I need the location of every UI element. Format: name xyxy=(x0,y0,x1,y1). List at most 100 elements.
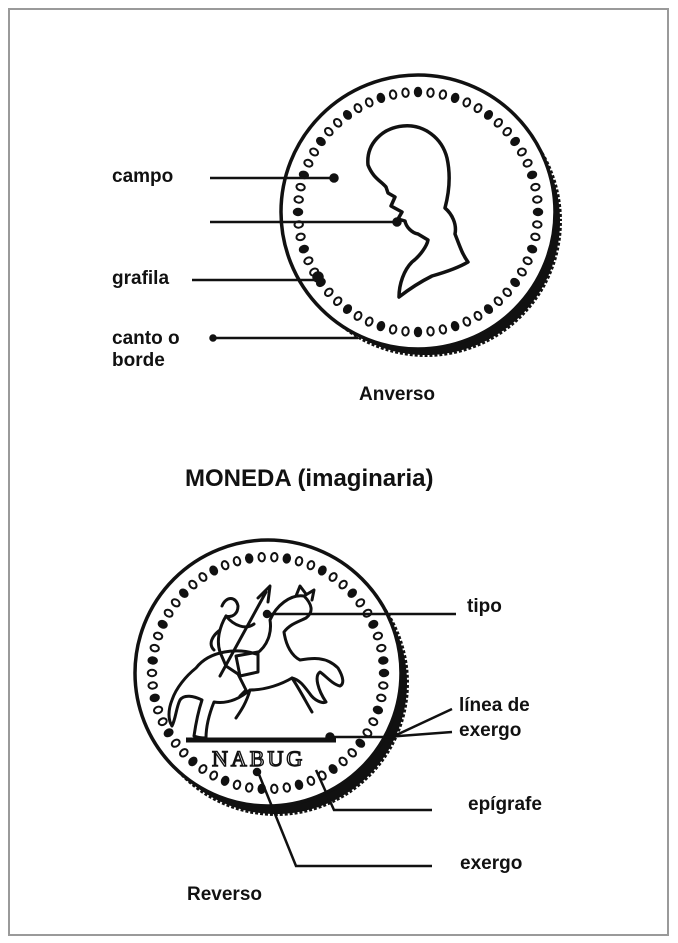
grafila-dot xyxy=(152,631,164,641)
grafila-dot xyxy=(270,552,279,563)
label-campo: campo xyxy=(112,166,174,187)
grafila-dot xyxy=(473,310,483,321)
grafila-dot xyxy=(372,705,384,715)
grafila-dot xyxy=(438,89,448,100)
epigrafe-line xyxy=(314,769,432,812)
grafila-dot xyxy=(532,195,543,204)
grafila-dot xyxy=(483,110,494,120)
grafila-dot xyxy=(516,267,527,277)
grafila-dot xyxy=(163,608,174,618)
grafila-dot xyxy=(338,756,348,767)
obverse-leader-lines xyxy=(192,173,402,342)
grafila-dot xyxy=(317,565,327,576)
obverse-portrait xyxy=(366,124,470,299)
grafila-dot xyxy=(376,693,387,703)
grafila-dot xyxy=(530,182,541,192)
grafila-dot xyxy=(376,643,387,653)
grafila-dot xyxy=(378,668,390,678)
grafila-dot xyxy=(209,770,219,781)
grafila-dot xyxy=(522,256,533,266)
reverse-tipo-horseman xyxy=(167,584,345,740)
grafila-dot xyxy=(353,103,363,114)
grafila-dot xyxy=(510,136,520,147)
grafila-dot xyxy=(333,296,343,306)
grafila-dot xyxy=(303,256,314,266)
reverse-leader-lines xyxy=(252,609,456,868)
label-tipo: tipo xyxy=(467,596,502,617)
grafila-dot xyxy=(295,182,306,192)
label-grafila: grafila xyxy=(112,268,170,289)
grafila-dot xyxy=(376,92,386,104)
grafila-dot xyxy=(282,553,292,564)
grafila-dot xyxy=(188,756,198,767)
canto-dot xyxy=(209,334,217,342)
grafila-dot xyxy=(368,619,379,629)
grafila-dot xyxy=(152,705,164,715)
grafila-dot xyxy=(293,195,304,204)
grafila-dot xyxy=(493,296,503,306)
reverse-coin: NABUG xyxy=(133,538,411,818)
caption-reverso: Reverso xyxy=(187,884,262,905)
grafila-dot xyxy=(347,588,357,598)
exergo-line xyxy=(256,771,432,868)
tipo-dot xyxy=(262,609,272,619)
grafila-dot xyxy=(493,118,503,128)
grafila-dot xyxy=(198,572,208,582)
grafila-dot xyxy=(355,738,366,748)
grafila-dot xyxy=(309,147,320,157)
portrait-dot xyxy=(392,217,402,227)
grafila-dot xyxy=(401,87,410,98)
grafila-dot xyxy=(179,588,189,598)
grafila-dot xyxy=(532,220,543,229)
grafila-dot xyxy=(232,556,242,567)
linea-exergo-dot xyxy=(325,732,335,742)
reverse-grafila-dots xyxy=(146,552,390,794)
grafila-dot xyxy=(372,631,384,641)
grafila-dot xyxy=(303,158,314,168)
grafila-dot xyxy=(450,92,460,104)
grafila-dot xyxy=(516,147,527,157)
grafila-dot xyxy=(362,728,373,738)
grafila-dot xyxy=(368,717,379,727)
grafila-dot xyxy=(220,560,230,571)
grafila-dot xyxy=(526,244,538,254)
grafila-dot xyxy=(198,764,208,774)
grafila-dot xyxy=(364,316,374,327)
grafila-dot xyxy=(170,598,181,608)
grafila-dot xyxy=(328,572,338,582)
grafila-dot xyxy=(347,748,357,758)
grafila-dot xyxy=(376,320,386,332)
grafila-dot xyxy=(270,783,279,794)
grafila-dot xyxy=(232,779,242,790)
grafila-dot xyxy=(179,748,189,758)
grafila-dot xyxy=(502,287,512,297)
label-epigrafe: epígrafe xyxy=(468,794,542,815)
grafila-dot xyxy=(378,656,389,665)
label-exergo-line: exergo xyxy=(459,720,522,741)
obverse-coin xyxy=(279,73,564,359)
reverse-inscription: NABUG xyxy=(212,746,305,771)
grafila-dot xyxy=(220,775,230,786)
linea-exergo-leader xyxy=(391,707,453,739)
grafila-dot xyxy=(257,552,266,563)
grafila-dot xyxy=(146,668,158,678)
grafila-dot xyxy=(353,310,363,321)
grafila-dot xyxy=(147,656,158,665)
grafila-dot xyxy=(342,110,353,120)
grafila-dot xyxy=(163,728,174,738)
grafila-dot xyxy=(462,97,472,108)
grafila-dot xyxy=(244,553,254,564)
grafila-dot xyxy=(510,277,520,288)
grafila-dot xyxy=(413,326,423,338)
grafila-dot xyxy=(333,118,343,128)
label-canto: canto o xyxy=(112,328,180,349)
grafila-dot xyxy=(342,304,353,314)
linea-exergo-leader-2 xyxy=(385,730,453,739)
grafila-dot xyxy=(295,232,306,242)
campo-dot xyxy=(329,173,339,183)
grafila-dot xyxy=(149,693,160,703)
grafila-dot xyxy=(483,304,494,314)
grafila-dot xyxy=(355,598,366,608)
grafila-dot xyxy=(426,326,435,337)
